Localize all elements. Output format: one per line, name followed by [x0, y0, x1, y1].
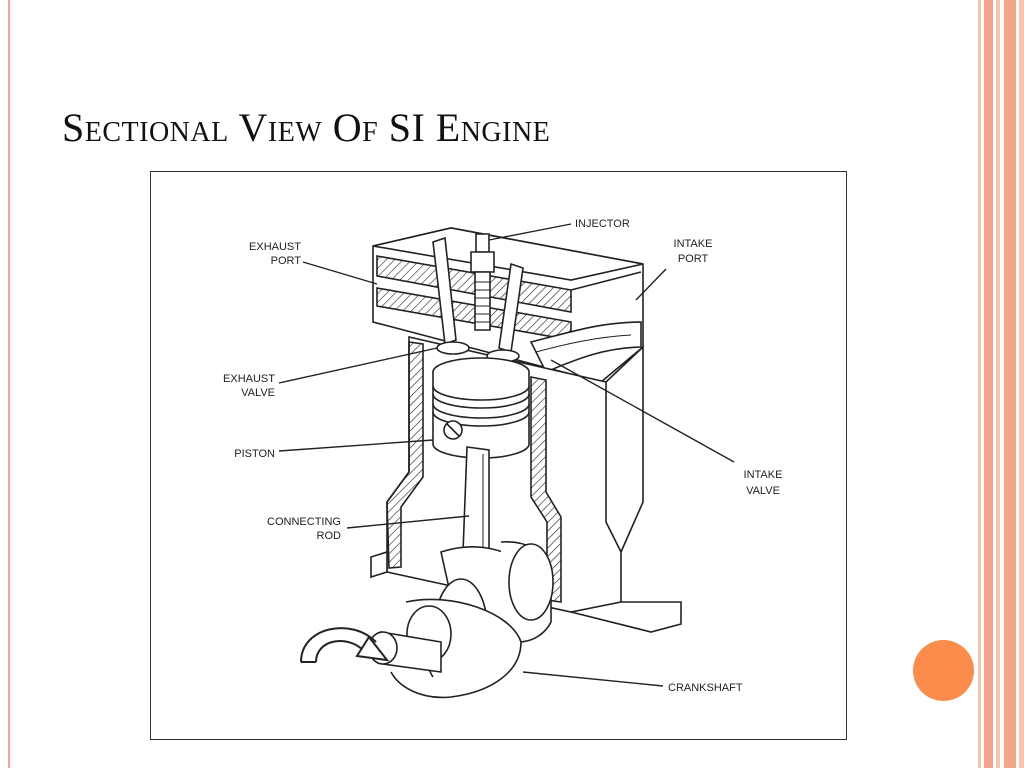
slide-left-border: [8, 0, 10, 768]
label-connecting-rod-line1: CONNECTING: [267, 516, 341, 528]
label-intake-valve-line2: VALVE: [746, 485, 780, 497]
label-exhaust-port-line2: PORT: [271, 255, 302, 267]
decor-stripe: [978, 0, 981, 768]
decor-stripe: [1004, 0, 1016, 768]
label-connecting-rod-line2: ROD: [317, 530, 342, 542]
decor-stripe: [1019, 0, 1024, 768]
label-exhaust-valve-line1: EXHAUST: [223, 373, 275, 385]
decor-stripe: [996, 0, 1000, 768]
label-intake-valve-line1: INTAKE: [744, 469, 783, 481]
engine-section-diagram: INJECTOR EXHAUST PORT INTAKE PORT EXHAUS…: [223, 218, 783, 699]
label-exhaust-port-line1: EXHAUST: [249, 241, 301, 253]
label-injector: INJECTOR: [575, 218, 630, 230]
engine-diagram-frame: INJECTOR EXHAUST PORT INTAKE PORT EXHAUS…: [150, 171, 847, 740]
label-intake-port-line2: PORT: [678, 253, 709, 265]
slide-title: Sectional View Of SI Engine: [62, 105, 551, 150]
label-piston: PISTON: [234, 448, 275, 460]
engine-drawing: [300, 227, 682, 699]
orange-circle-decoration: [913, 640, 974, 701]
label-crankshaft: CRANKSHAFT: [668, 682, 743, 694]
label-exhaust-valve-line2: VALVE: [241, 387, 275, 399]
decor-stripe: [984, 0, 993, 768]
label-intake-port-line1: INTAKE: [674, 238, 713, 250]
leader-lines: [278, 223, 735, 687]
